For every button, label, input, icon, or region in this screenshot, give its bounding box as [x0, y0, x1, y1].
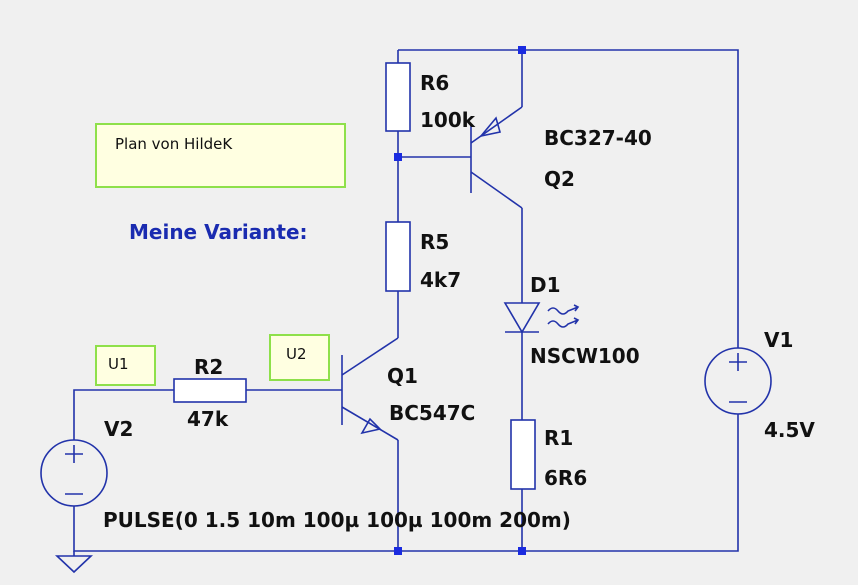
net-label-text-u1: U1 — [108, 355, 129, 373]
r5-name: R5 — [420, 230, 449, 254]
voltage-source-v1[interactable] — [704, 347, 772, 415]
r1-name: R1 — [544, 426, 573, 450]
comment-box-plan[interactable]: Plan von HildeK — [95, 123, 346, 188]
junction-dot — [394, 547, 402, 555]
emission-arrow-icon — [547, 304, 580, 315]
resistor-r6[interactable] — [385, 62, 411, 132]
r2-value: 47k — [187, 407, 229, 431]
r1-value: 6R6 — [544, 466, 587, 490]
r5-value: 4k7 — [420, 268, 461, 292]
transistor-q2[interactable] — [470, 106, 523, 209]
v2-value: PULSE(0 1.5 10m 100µ 100µ 100m 200m) — [103, 508, 571, 532]
ground-symbol-icon — [54, 551, 94, 574]
d1-model: NSCW100 — [530, 344, 640, 368]
led-d1[interactable] — [503, 302, 580, 334]
voltage-source-v2[interactable] — [40, 439, 108, 507]
net-label-text-u2: U2 — [286, 345, 307, 363]
junction-dot — [518, 547, 526, 555]
r6-value: 100k — [420, 108, 476, 132]
net-label-u2[interactable]: U2 — [269, 334, 330, 381]
q1-model: BC547C — [389, 401, 475, 425]
r6-name: R6 — [420, 71, 449, 95]
v1-name: V1 — [764, 328, 793, 352]
wire-v1-to-ground — [73, 414, 739, 552]
wire-v2-to-r2 — [73, 389, 174, 440]
d1-name: D1 — [530, 273, 561, 297]
resistor-r2[interactable] — [173, 378, 247, 403]
wires — [73, 49, 739, 552]
net-label-u1[interactable]: U1 — [95, 345, 156, 386]
transistor-q1[interactable] — [341, 337, 399, 441]
v1-value: 4.5V — [764, 418, 815, 442]
q2-name: Q2 — [544, 167, 575, 191]
junction-dot — [518, 46, 526, 54]
v2-name: V2 — [104, 417, 133, 441]
q1-name: Q1 — [387, 364, 418, 388]
comment-text-plan: Plan von HildeK — [115, 135, 233, 153]
q2-model: BC327-40 — [544, 126, 652, 150]
wire-top-rail — [398, 49, 739, 348]
emission-arrow-icon — [547, 317, 580, 328]
heading-text: Meine Variante: — [129, 220, 308, 244]
junction-dot — [394, 153, 402, 161]
r2-name: R2 — [194, 355, 223, 379]
resistor-r1[interactable] — [510, 419, 536, 490]
resistor-r5[interactable] — [385, 221, 411, 292]
